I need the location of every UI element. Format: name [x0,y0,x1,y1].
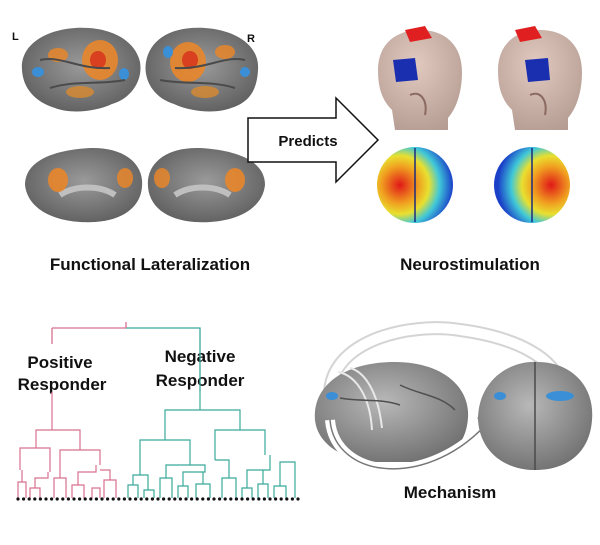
functional-lateralization-panel: L R [12,27,265,274]
leaf-dot [184,497,188,501]
negative-cluster-branch [126,327,201,392]
brain-surface-icon [147,147,265,223]
leaf-dot [201,497,205,501]
leaf-dot [78,497,82,501]
positive-subtree [17,392,117,498]
brain-surface-icon [25,147,143,223]
leaf-dot [50,497,54,501]
leaf-dot [246,497,250,501]
leaf-dot [55,497,59,501]
brain-surface-icon [145,27,259,112]
dendrogram-panel: Positive Responder Negative Responder [16,322,300,501]
mechanism-panel: Mechanism [314,321,593,502]
lateral-brain-icon [314,362,469,462]
leaf-dot [100,497,104,501]
leaf-dot [257,497,261,501]
leaf-dot [290,497,294,501]
hemisphere-left-label: L [12,31,19,43]
head-model-icon [498,26,582,130]
leaf-dot [234,497,238,501]
leaf-dot [229,497,233,501]
leaf-dot [72,497,76,501]
neurostimulation-caption: Neurostimulation [400,255,540,274]
negative-subtree [127,392,296,498]
leaf-dot [156,497,160,501]
leaf-dot [190,497,194,501]
leaf-dot [279,497,283,501]
neurostimulation-panel: Neurostimulation [377,26,582,274]
leaf-dot [173,497,177,501]
brain-heatmap-icon [377,147,453,223]
leaf-dot [212,497,216,501]
leaf-dot [262,497,266,501]
leaf-dot [122,497,126,501]
leaf-dot [106,497,110,501]
leaf-dot [134,497,138,501]
leaf-dot [251,497,255,501]
leaf-dot [296,497,300,501]
brain-surface-icon [21,27,141,112]
leaf-dot [22,497,26,501]
leaf-dot [117,497,121,501]
posterior-brain-icon [478,361,593,470]
dendrogram-leaves [16,497,300,501]
leaf-dot [167,497,171,501]
leaf-dot [61,497,65,501]
predicts-label: Predicts [278,133,337,150]
leaf-dot [223,497,227,501]
leaf-dot [145,497,149,501]
hemisphere-right-label: R [247,33,255,45]
leaf-dot [268,497,272,501]
leaf-dot [218,497,222,501]
leaf-dot [38,497,43,501]
positive-responder-label-line1: Positive [27,353,92,372]
leaf-dot [285,497,289,501]
positive-cluster-branch [51,327,126,344]
leaf-dot [83,497,87,501]
leaf-dot [274,497,278,501]
leaf-dot [195,497,199,501]
positive-responder-label-line2: Responder [18,375,107,394]
right-arrow-icon: Predicts [247,96,380,184]
leaf-dot [162,497,166,501]
leaf-dot [27,497,31,501]
brain-heatmap-icon [494,147,570,223]
head-model-icon [378,26,462,130]
functional-lateralization-caption: Functional Lateralization [50,255,250,274]
leaf-dot [178,497,182,501]
leaf-dot [139,497,143,501]
leaf-dot [94,497,98,501]
leaf-dot [66,497,70,501]
leaf-dot [33,497,37,501]
leaf-dot [240,497,244,501]
leaf-dot [150,497,154,501]
leaf-dot [44,497,48,501]
leaf-dot [128,497,132,501]
leaf-dot [89,497,93,501]
leaf-dot [111,497,115,501]
leaf-dot [16,497,20,501]
mechanism-caption: Mechanism [404,483,497,502]
leaf-dot [206,497,210,501]
